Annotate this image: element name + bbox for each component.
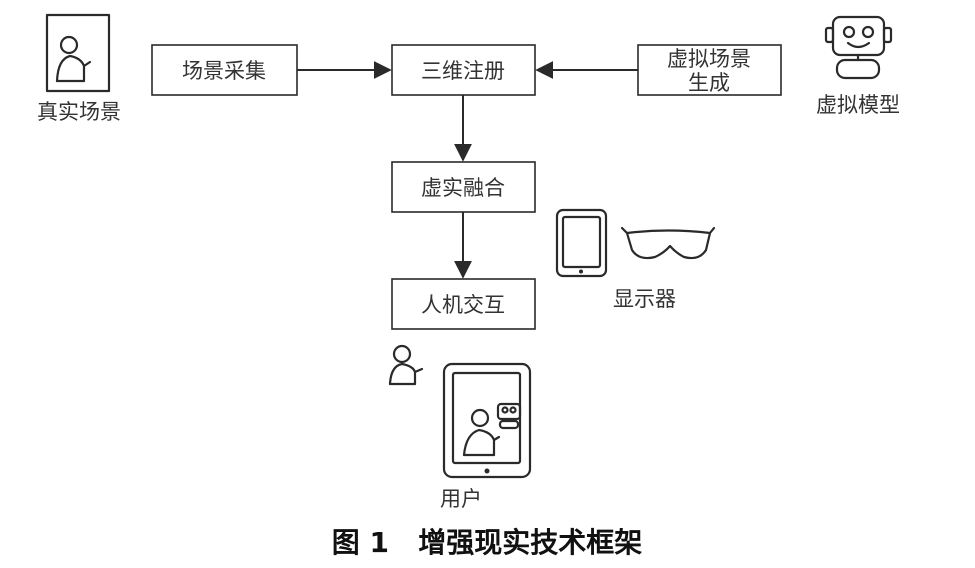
fusion-node: 虚实融合 xyxy=(391,161,536,213)
virtual-scene-label-1: 虚拟场景 xyxy=(667,47,751,71)
user-tablet-icon xyxy=(442,362,532,479)
ar-glasses-icon xyxy=(620,226,716,260)
scene-capture-node: 场景采集 xyxy=(151,44,298,96)
registration-label: 三维注册 xyxy=(421,59,505,83)
registration-node: 三维注册 xyxy=(391,44,536,96)
real-scene-icon xyxy=(45,13,111,93)
user-label: 用户 xyxy=(440,487,482,511)
robot-icon xyxy=(824,15,893,80)
figure-caption: 图 1 增强现实技术框架 xyxy=(332,526,642,559)
display-label: 显示器 xyxy=(613,287,676,311)
virtual-model-label: 虚拟模型 xyxy=(816,93,900,117)
fusion-label: 虚实融合 xyxy=(421,176,505,200)
scene-capture-label: 场景采集 xyxy=(182,59,266,83)
virtual-scene-label-2: 生成 xyxy=(688,71,730,95)
interaction-label: 人机交互 xyxy=(421,293,505,317)
virtual-scene-node: 虚拟场景 生成 xyxy=(637,44,782,96)
tablet-icon xyxy=(555,208,608,278)
user-person-icon xyxy=(388,344,424,386)
real-scene-label: 真实场景 xyxy=(37,100,121,124)
interaction-node: 人机交互 xyxy=(391,278,536,330)
